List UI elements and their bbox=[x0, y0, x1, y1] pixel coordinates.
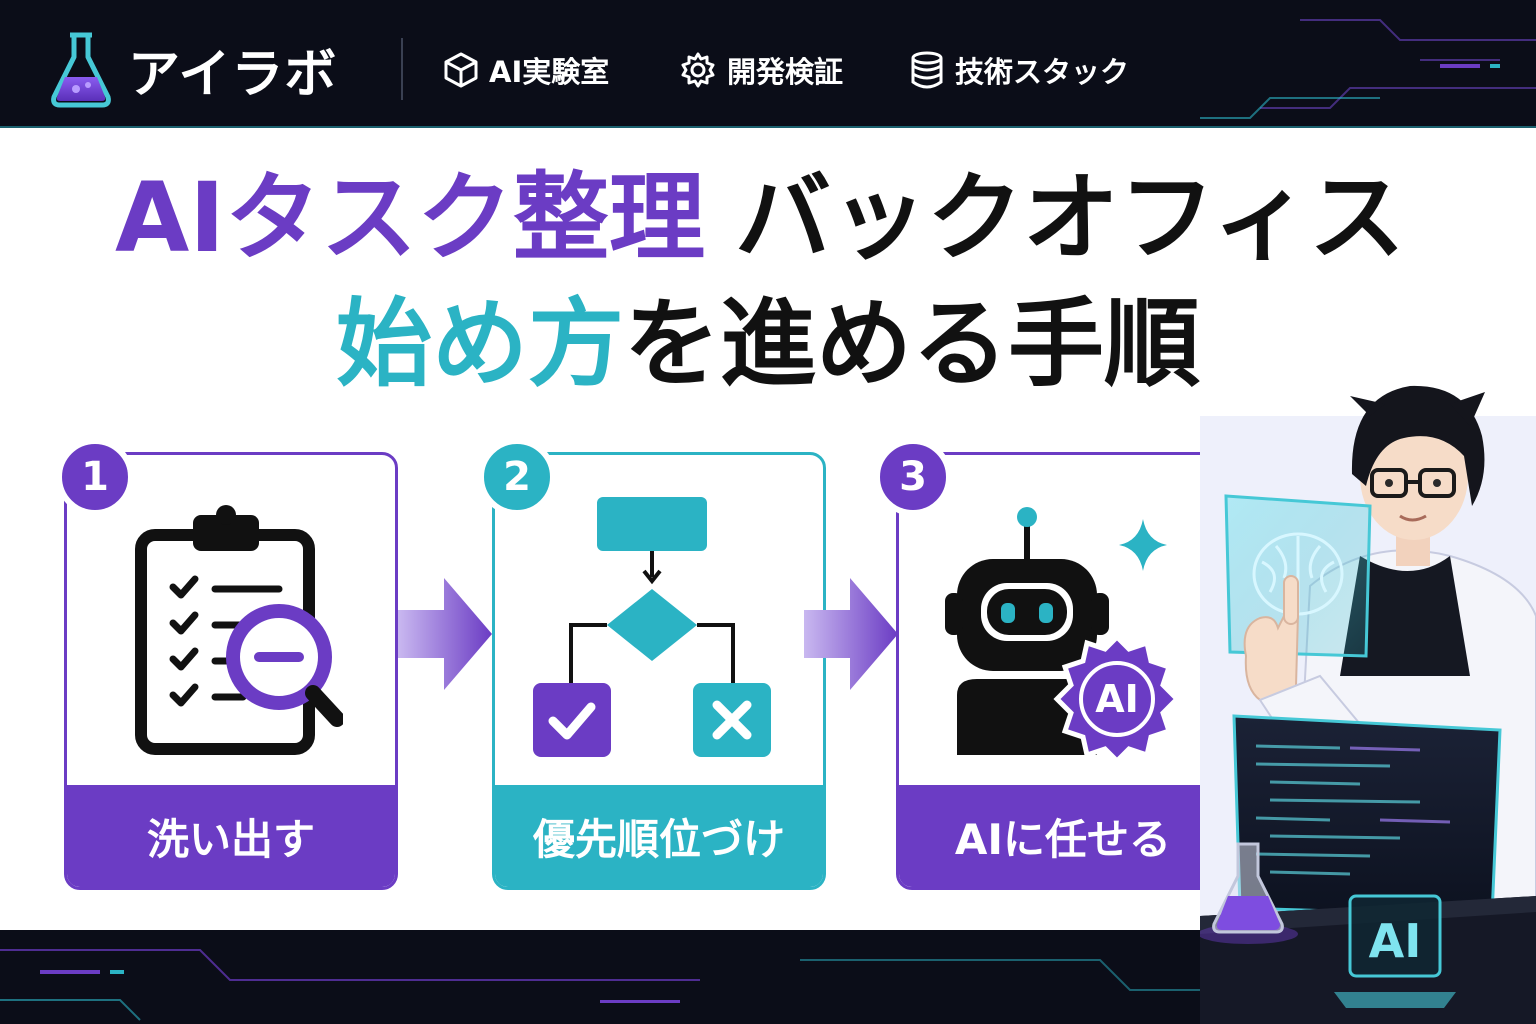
nav-item-ai-lab[interactable]: AI実験室 bbox=[442, 50, 609, 90]
scientist-illustration bbox=[1200, 385, 1536, 1024]
site-logo[interactable]: アイラボ bbox=[46, 26, 376, 112]
title-accent-2: 始め方 bbox=[336, 288, 624, 400]
title-accent-1: AIタスク整理 bbox=[114, 162, 705, 274]
database-icon bbox=[911, 51, 943, 89]
top-header: アイラボ AI実験室 開発検証 bbox=[0, 0, 1536, 128]
arrow-right-icon bbox=[398, 578, 492, 690]
cube-icon bbox=[444, 52, 478, 88]
ai-gear-label: AI bbox=[1095, 677, 1139, 721]
step-label-1: 洗い出す bbox=[67, 785, 395, 887]
title-line-1: AIタスク整理バックオフィス bbox=[40, 170, 1480, 266]
robot-ai-icon bbox=[945, 507, 1181, 759]
flask-icon bbox=[1200, 842, 1298, 944]
logo-text: アイラボ bbox=[128, 44, 338, 105]
step-card-3: AI AIに任せる bbox=[896, 452, 1230, 890]
nav-label-ai-lab: AI実験室 bbox=[489, 55, 610, 89]
step-card-1: 洗い出す bbox=[64, 452, 398, 890]
step-number-badge-3: 3 bbox=[874, 438, 952, 516]
step-label-2: 優先順位づけ bbox=[495, 785, 823, 887]
title-rest-1: バックオフィス bbox=[734, 162, 1406, 274]
monitor-ai-badge: AI bbox=[1368, 914, 1422, 968]
ai-gear-icon bbox=[1053, 633, 1181, 759]
nav-item-dev-verify[interactable]: 開発検証 bbox=[678, 50, 843, 90]
clipboard-search-icon bbox=[135, 505, 343, 755]
step-label-3: AIに任せる bbox=[899, 785, 1227, 887]
gear-icon bbox=[681, 52, 715, 88]
step-card-2: 優先順位づけ bbox=[492, 452, 826, 890]
title-line-2: 始め方を進める手順 bbox=[0, 296, 1536, 392]
header-divider bbox=[401, 38, 403, 100]
flowchart-icon bbox=[533, 497, 771, 757]
header-circuit-decoration bbox=[0, 19, 1536, 128]
arrow-right-icon bbox=[804, 578, 898, 690]
flask-logo-icon bbox=[51, 32, 111, 108]
nav-label-tech-stack: 技術スタック bbox=[955, 55, 1130, 89]
step-number-badge-2: 2 bbox=[478, 438, 556, 516]
nav-item-tech-stack[interactable]: 技術スタック bbox=[908, 50, 1129, 90]
step-number-badge-1: 1 bbox=[56, 438, 134, 516]
nav-label-dev-verify: 開発検証 bbox=[727, 55, 844, 89]
title-rest-2: を進める手順 bbox=[624, 288, 1200, 400]
